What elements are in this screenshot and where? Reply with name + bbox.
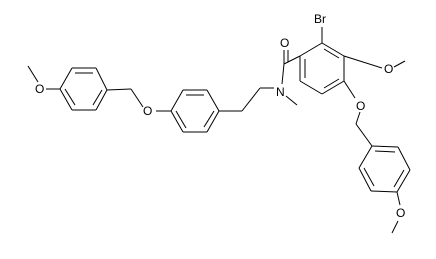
core-benzyloxy-oxygen-label: O — [356, 99, 365, 113]
bottom-methoxy-bond — [396, 191, 401, 206]
bottom-methyl-bond — [391, 220, 399, 234]
bromine-label: Br — [314, 12, 326, 26]
bottom-benzene-ring — [358, 145, 411, 193]
left-methyl-bond — [27, 65, 39, 83]
amide-nitrogen: N — [276, 63, 298, 106]
carbonyl-group: O — [280, 36, 301, 65]
carbonyl-oxygen-label: O — [280, 36, 289, 50]
ethyl-linker — [219, 87, 274, 112]
core-methoxy-oxygen-label: O — [384, 62, 393, 76]
middle-benzene-ring — [170, 89, 220, 133]
core-benzene-ring — [299, 42, 345, 95]
core-benzyloxy-group: O — [343, 80, 373, 147]
left-ether-oxygen-label: O — [143, 104, 152, 118]
left-methoxy-oxygen-label: O — [35, 82, 44, 96]
left-ether-linkage: O — [106, 88, 171, 118]
core-methoxy-group: O — [343, 55, 406, 76]
n-methyl-bond — [285, 95, 298, 106]
left-benzene-ring — [59, 67, 108, 111]
amide-nitrogen-label: N — [276, 85, 285, 99]
bottom-methoxy-oxygen-label: O — [396, 206, 405, 220]
